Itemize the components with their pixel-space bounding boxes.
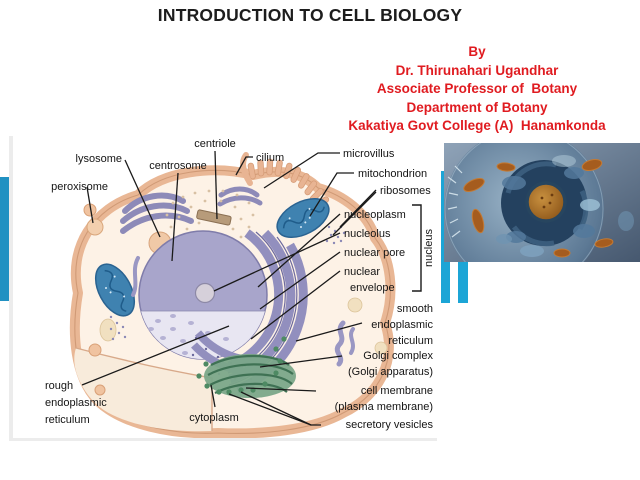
label-smooth-er-1: smooth	[397, 303, 433, 315]
label-nuclear-pore: nuclear pore	[344, 247, 405, 259]
label-rough-er-3: reticulum	[45, 414, 90, 426]
nucleolus-icon	[194, 282, 216, 304]
author-line-name: Dr. Thirunahari Ugandhar	[395, 62, 559, 78]
author-block: By Dr. Thirunahari Ugandhar Associate Pr…	[314, 43, 640, 136]
author-line-department: Department of Botany	[406, 99, 548, 115]
label-golgi-2: (Golgi apparatus)	[348, 366, 433, 378]
label-smooth-er-2: endoplasmic	[371, 319, 433, 331]
label-microvillus: microvillus	[343, 148, 395, 160]
label-nucleoplasm: nucleoplasm	[344, 209, 406, 221]
label-centrosome: centrosome	[149, 160, 206, 172]
cell-diagram-image: centriole centrosome lysosome peroxisome…	[13, 133, 441, 438]
author-line-college: Kakatiya Govt College (A) Hanamkonda	[348, 118, 606, 133]
label-nuclear-envelope-1: nuclear	[344, 266, 380, 278]
photo-mitochondria-icon	[463, 159, 614, 258]
cell-3d-photo	[444, 129, 640, 289]
diagram-labels: centriole centrosome lysosome peroxisome…	[45, 138, 435, 431]
mitochondrion-left-icon	[94, 263, 136, 317]
accent-bar-under-photo-1	[440, 262, 450, 303]
cilium-icon	[240, 152, 253, 186]
label-rough-er-2: endoplasmic	[45, 397, 107, 409]
photo-cilia-spikes-icon	[447, 165, 463, 238]
label-centriole: centriole	[194, 138, 236, 150]
mitochondrion-icon	[276, 197, 330, 239]
label-nuclear-envelope-2: envelope	[350, 282, 395, 294]
accent-bar-left-edge	[0, 177, 14, 301]
cell-diagram-svg: centriole centrosome lysosome peroxisome…	[45, 138, 435, 438]
leader-lines	[81, 150, 422, 426]
label-nucleolus: nucleolus	[344, 228, 391, 240]
label-ribosomes: ribosomes	[380, 185, 431, 197]
label-rough-er-1: rough	[45, 380, 73, 392]
label-cytoplasm: cytoplasm	[189, 412, 239, 424]
label-smooth-er-3: reticulum	[388, 335, 433, 347]
label-cilium: cilium	[256, 152, 284, 164]
label-nucleus: nucleus	[423, 229, 435, 267]
label-lysosome: lysosome	[76, 153, 122, 165]
er-stack-top-left	[120, 186, 263, 234]
centriole-icon	[196, 209, 232, 226]
peroxisome-icon	[86, 218, 104, 236]
label-mitochondrion: mitochondrion	[358, 168, 427, 180]
accent-bar-photo-side	[438, 171, 444, 303]
nucleus-bracket	[412, 204, 422, 292]
label-cell-membrane-1: cell membrane	[361, 385, 433, 397]
author-line-by: By	[468, 44, 486, 59]
accent-bar-under-photo-2	[458, 262, 468, 303]
label-cell-membrane-2: (plasma membrane)	[335, 401, 433, 413]
label-peroxisome: peroxisome	[51, 181, 108, 193]
page-title: INTRODUCTION TO CELL BIOLOGY	[157, 5, 463, 25]
author-line-designation: Associate Professor of Botany	[376, 81, 578, 96]
label-golgi-1: Golgi complex	[363, 350, 433, 362]
label-secretory-vesicles: secretory vesicles	[346, 419, 434, 431]
